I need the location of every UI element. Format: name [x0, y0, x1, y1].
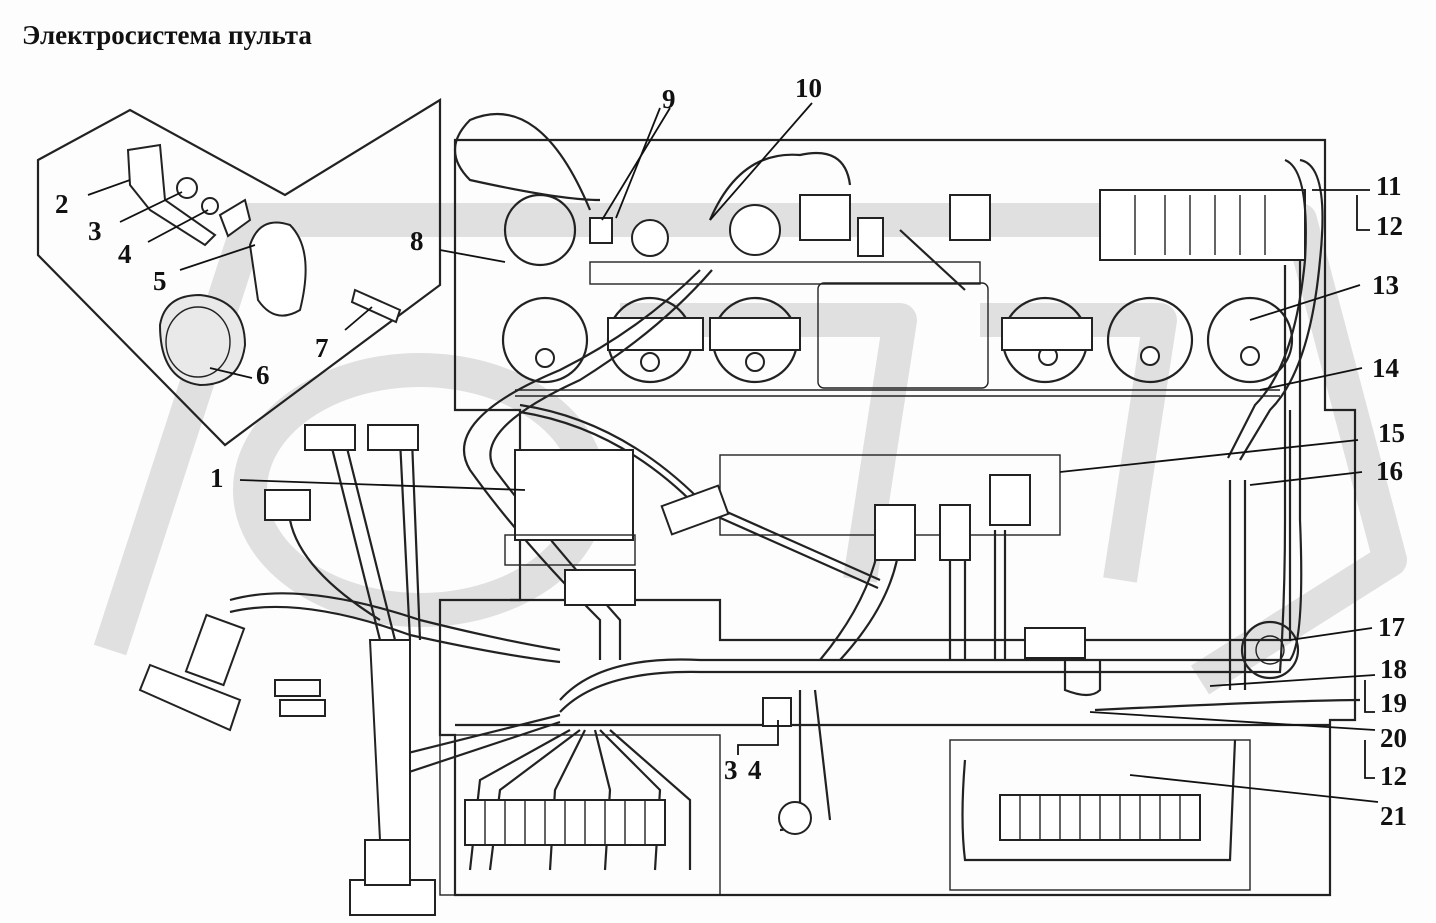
callout-6: 6	[256, 360, 270, 390]
callout-7: 7	[315, 333, 329, 363]
left-connectors	[138, 424, 436, 916]
bolt-part-7	[350, 288, 402, 324]
callout-20: 20	[1380, 723, 1407, 753]
callout-3-bottom: 3	[724, 755, 738, 785]
callout-21: 21	[1380, 801, 1407, 831]
callout-14: 14	[1372, 353, 1399, 383]
relay-unit-1	[514, 449, 634, 541]
top-instruments	[503, 189, 1306, 291]
gauge-6	[1206, 296, 1294, 384]
callout-19: 19	[1380, 688, 1407, 718]
screw-part-3	[176, 177, 198, 199]
page-title: Электросистема пульта	[22, 20, 312, 50]
callout-13: 13	[1372, 270, 1399, 300]
gauge-1	[501, 296, 589, 384]
callout-4: 4	[118, 239, 132, 269]
center-module	[504, 449, 1300, 680]
bracket-part-2	[126, 143, 217, 247]
callout-8: 8	[410, 226, 424, 256]
callout-16: 16	[1376, 456, 1403, 486]
gauge-5	[1106, 296, 1194, 384]
callout-12-bottom: 12	[1380, 761, 1407, 791]
callout-11: 11	[1376, 171, 1402, 201]
grommet-17	[1240, 620, 1300, 680]
callout-5: 5	[153, 266, 167, 296]
washer-part-4	[201, 197, 219, 215]
fuse-block-top	[1099, 189, 1306, 261]
callout-1: 1	[210, 463, 224, 493]
leader-lines	[87, 102, 1379, 803]
callout-3: 3	[88, 216, 102, 246]
callout-numbers: 2 3 4 5 6 7 1 8 9 10 11 12 13 14 15 16 1…	[55, 73, 1407, 831]
parts-inset	[36, 98, 442, 447]
lamp-socket	[778, 801, 812, 835]
top-gauge-8	[503, 193, 577, 267]
callout-2: 2	[55, 189, 69, 219]
clamp-part-5	[248, 221, 307, 317]
callout-12-top: 12	[1376, 211, 1403, 241]
callout-4-bottom: 4	[748, 755, 762, 785]
callout-10: 10	[795, 73, 822, 103]
fuse-blocks-bottom	[464, 697, 1201, 846]
gauges-row	[501, 282, 1294, 397]
callout-9: 9	[662, 84, 676, 114]
callout-15: 15	[1378, 418, 1405, 448]
grommet-part-6	[158, 293, 247, 387]
callout-18: 18	[1380, 654, 1407, 684]
callout-17: 17	[1378, 612, 1405, 642]
